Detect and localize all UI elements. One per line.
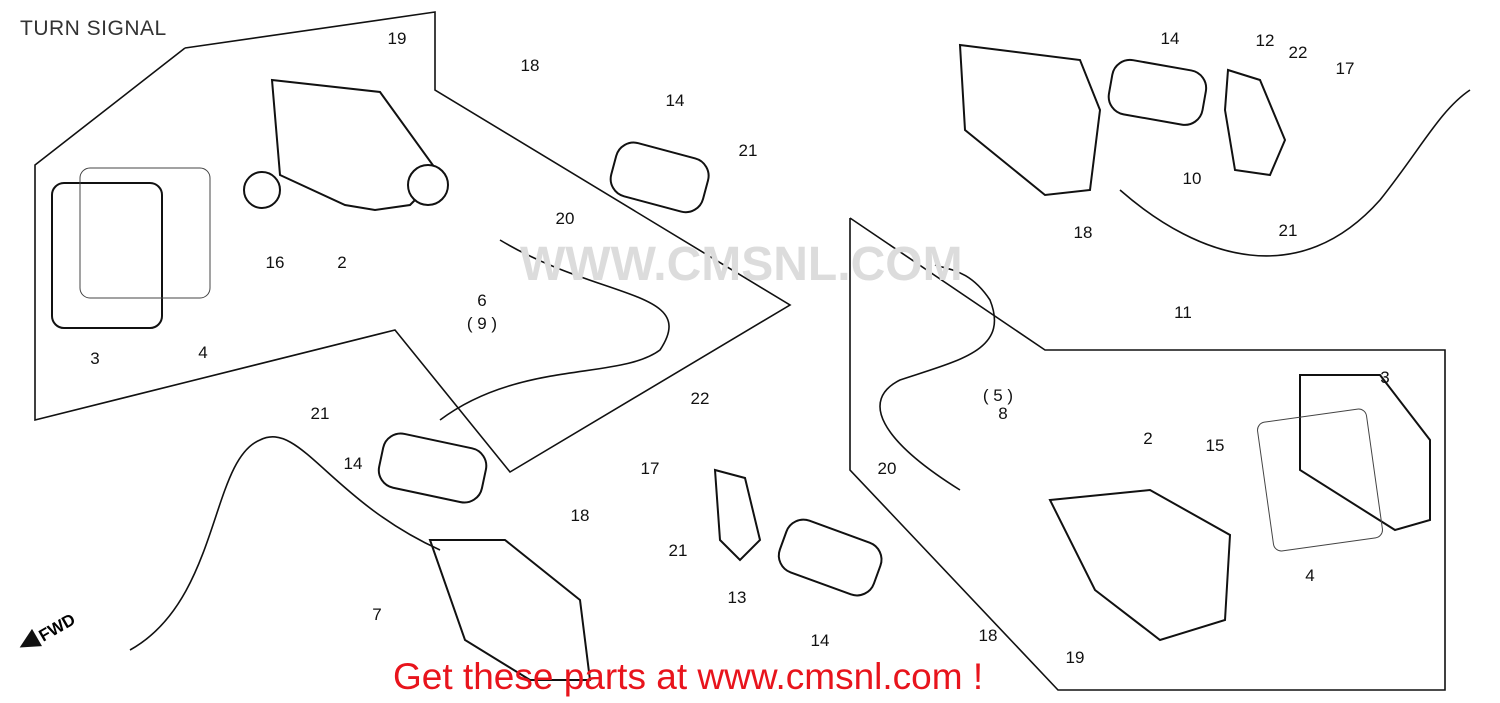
fwd-label: FWD	[36, 610, 79, 646]
gasket-left	[79, 167, 211, 299]
callout-17: 17	[1336, 59, 1355, 78]
bracket-13	[713, 468, 762, 562]
callout-15: 15	[1206, 436, 1225, 455]
callout-13: 13	[728, 588, 747, 607]
page-title: TURN SIGNAL	[20, 17, 167, 40]
lens-left	[51, 182, 163, 329]
callout-22: 22	[1289, 43, 1308, 62]
callout-5: ( 5 )	[983, 386, 1013, 405]
callout-22: 22	[691, 389, 710, 408]
callout-4: 4	[198, 343, 207, 362]
callout-6: 6	[477, 291, 486, 310]
callout-8: 8	[998, 404, 1007, 423]
bracket-12	[1223, 68, 1287, 177]
callout-21: 21	[739, 141, 758, 160]
rubber-mount-14b	[377, 432, 488, 504]
callout-18: 18	[979, 626, 998, 645]
bulb-left	[243, 171, 281, 209]
callout-7: 7	[372, 605, 381, 624]
wire-left-front	[129, 436, 441, 651]
watermark: WWW.CMSNL.COM	[520, 238, 963, 291]
callout-18: 18	[571, 506, 590, 525]
callout-9: ( 9 )	[467, 314, 497, 333]
rubber-mount-14a	[609, 141, 710, 214]
wire-left-rear	[439, 239, 670, 421]
callout-21: 21	[311, 404, 330, 423]
callout-21: 21	[669, 541, 688, 560]
lens-front-left	[428, 539, 592, 681]
fwd-arrow-icon	[19, 628, 43, 648]
callout-10: 10	[1183, 169, 1202, 188]
rubber-mount-14d	[1107, 58, 1208, 126]
callout-19: 19	[1066, 648, 1085, 667]
wire-right-rear	[1119, 89, 1471, 257]
callout-12: 12	[1256, 31, 1275, 50]
callout-2: 2	[1143, 429, 1152, 448]
callout-3: 3	[1380, 368, 1389, 387]
right-assembly-outline	[849, 217, 1446, 691]
callout-14: 14	[344, 454, 363, 473]
lens-right	[1299, 374, 1431, 532]
callout-11: 11	[1174, 303, 1192, 322]
callout-19: 19	[388, 29, 407, 48]
callout-14: 14	[666, 91, 685, 110]
callout-17: 17	[641, 459, 660, 478]
callout-16: 16	[266, 253, 285, 272]
housing-right-rear	[958, 43, 1102, 197]
housing-right	[1048, 488, 1232, 642]
callout-2: 2	[337, 253, 346, 272]
callout-20: 20	[878, 459, 897, 478]
callout-21: 21	[1279, 221, 1298, 240]
callout-3: 3	[90, 349, 99, 368]
left-assembly-outline	[34, 11, 792, 474]
wire-right-front	[879, 264, 996, 491]
callout-20: 20	[556, 209, 575, 228]
callout-14: 14	[811, 631, 830, 650]
callout-14: 14	[1161, 29, 1180, 48]
housing-left	[270, 78, 442, 212]
fwd-arrow: FWD	[19, 610, 79, 648]
gasket-right	[1257, 408, 1383, 552]
callout-18: 18	[521, 56, 540, 75]
rubber-mount-14c	[777, 518, 883, 597]
promo-link[interactable]: Get these parts at www.cmsnl.com !	[393, 656, 984, 697]
callout-18: 18	[1074, 223, 1093, 242]
callout-4: 4	[1305, 566, 1314, 585]
housing-neck	[407, 164, 449, 206]
